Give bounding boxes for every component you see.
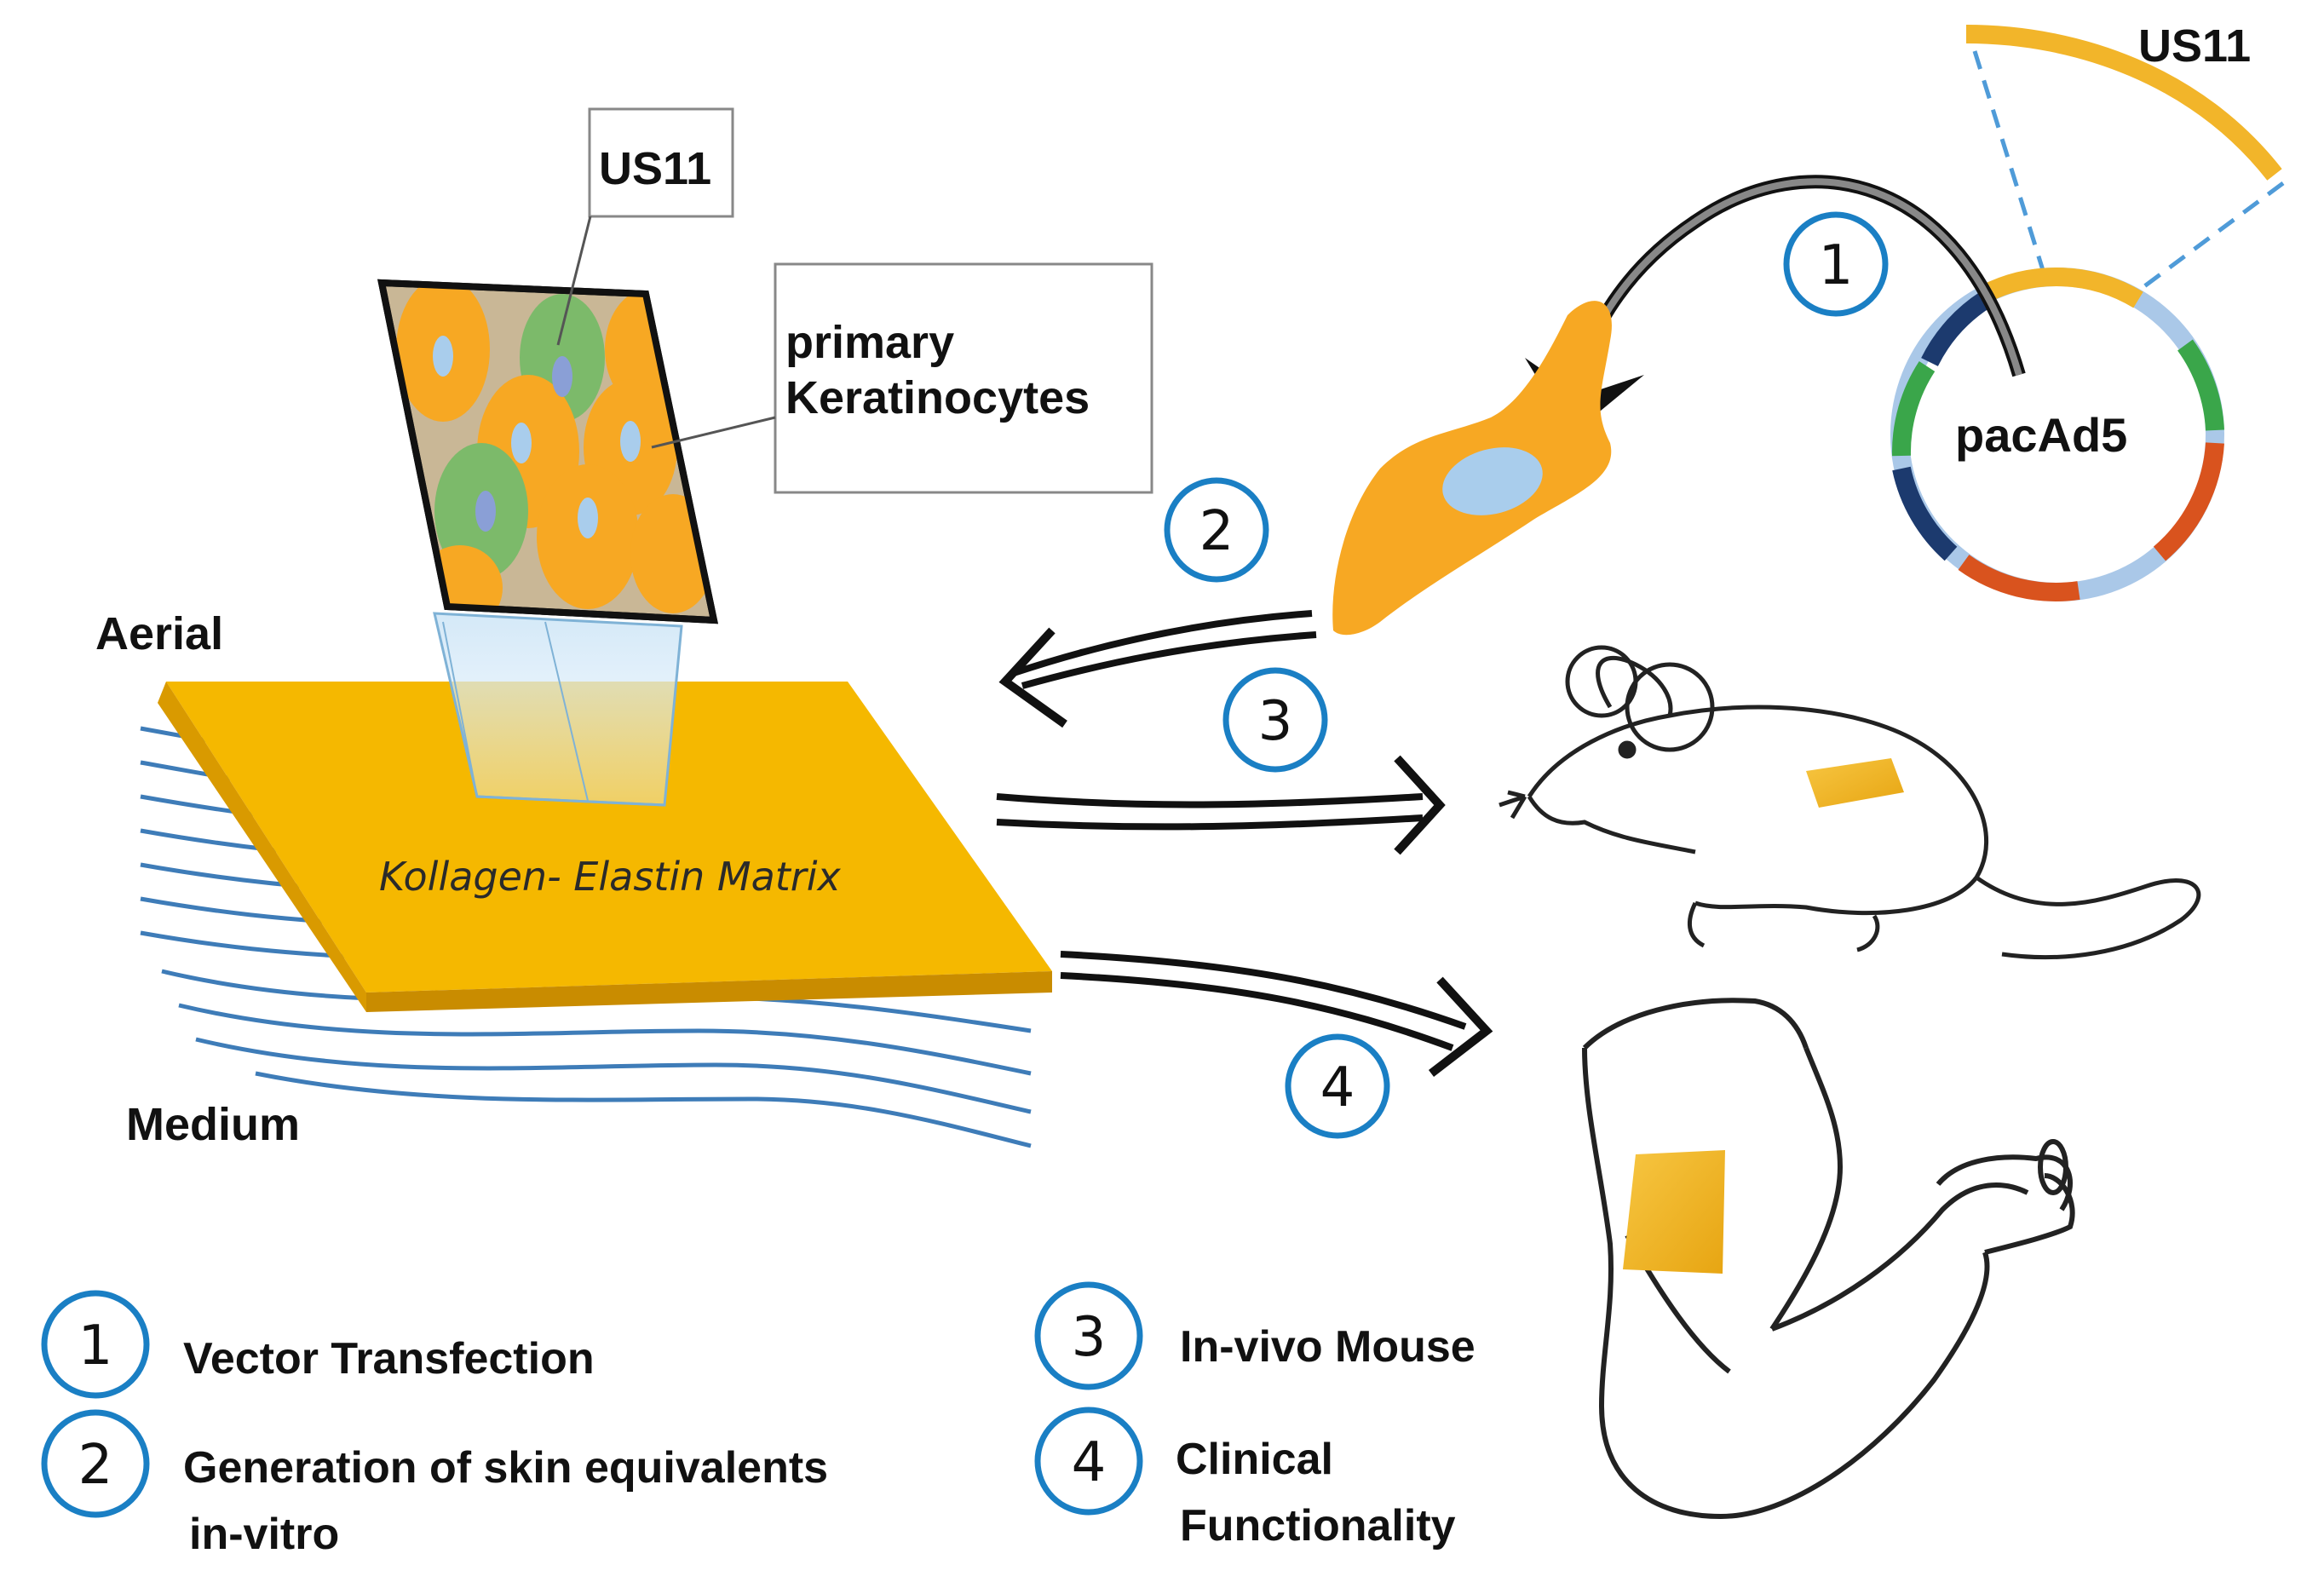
collagen-elastin-matrix: Kollagen- Elastin Matrix [158, 682, 1052, 1012]
plasmid-label: pacAd5 [1955, 408, 2127, 462]
legend-label-4a: Clinical [1176, 1435, 1333, 1484]
legend-label-1: Vector Transfection [183, 1334, 595, 1384]
svg-text:4: 4 [1320, 1056, 1355, 1119]
step-1-badge: 1 [1783, 211, 1889, 317]
mouse-arrow [996, 755, 1446, 855]
us11-box-label: US11 [599, 143, 711, 194]
legend-label-3: In-vivo Mouse [1180, 1322, 1476, 1372]
us11-top-label: US11 [2138, 20, 2251, 72]
legend-item-4: 4 Clinical Functionality [1034, 1407, 1456, 1551]
medium-wave-lines [140, 726, 1032, 1148]
step-4-badge: 4 [1285, 1033, 1390, 1139]
keratinocyte-callout: primary Keratinocytes [651, 262, 1153, 494]
svg-text:1: 1 [1819, 234, 1854, 297]
arm-icon [1582, 998, 2075, 1520]
step-3-badge: 3 [1222, 667, 1328, 773]
medium-label: Medium [126, 1099, 300, 1150]
culture-insert-icon [433, 612, 683, 807]
human-arrow [1060, 951, 1493, 1077]
legend: 1 Vector Transfection 2 Generation of sk… [41, 1281, 1476, 1559]
legend-label-2b: in-vitro [189, 1510, 339, 1559]
mouse-icon [1499, 645, 2201, 960]
step-2-badge: 2 [1164, 477, 1269, 583]
svg-text:4: 4 [1072, 1431, 1107, 1494]
cell-icon [1332, 301, 1612, 636]
keratinocytes-label: Keratinocytes [785, 372, 1090, 423]
step-circles: 1 2 3 4 [1164, 211, 1889, 1139]
us11-callout: US11 [556, 107, 734, 346]
keratinocyte-layer [377, 279, 718, 624]
primary-label: primary [785, 317, 954, 368]
legend-label-2a: Generation of skin equivalents [183, 1443, 828, 1493]
svg-text:2: 2 [1199, 500, 1234, 563]
legend-item-2: 2 Generation of skin equivalents in-vitr… [41, 1409, 828, 1559]
aerial-label: Aerial [95, 608, 223, 659]
plasmid-icon: pacAd5 [1890, 25, 2285, 601]
svg-text:3: 3 [1072, 1306, 1107, 1369]
svg-text:1: 1 [78, 1315, 113, 1378]
svg-text:3: 3 [1258, 690, 1293, 753]
matrix-label: Kollagen- Elastin Matrix [379, 854, 841, 900]
svg-text:2: 2 [78, 1434, 113, 1497]
legend-item-1: 1 Vector Transfection [41, 1290, 595, 1399]
legend-label-4b: Functionality [1180, 1501, 1456, 1551]
legend-item-3: 3 In-vivo Mouse [1034, 1281, 1476, 1390]
generation-arrow [998, 610, 1317, 728]
